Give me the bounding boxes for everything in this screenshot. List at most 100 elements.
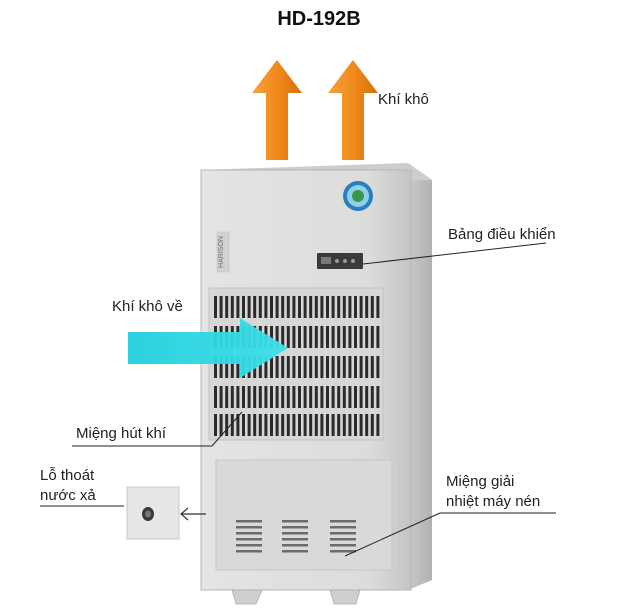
compressor-vents (236, 520, 356, 553)
grille-slot (309, 414, 313, 436)
leader-air-intake-d (211, 411, 243, 447)
grille-slot (286, 296, 290, 318)
grille-slot (354, 356, 357, 378)
grille-slot (264, 356, 268, 378)
grille-slot (309, 296, 313, 318)
model-title: HD-192B (277, 8, 361, 30)
grille-slot (214, 356, 217, 378)
grille-slot (376, 386, 380, 408)
grille-slot (286, 386, 290, 408)
grille-slot (365, 414, 369, 436)
grille-slot (359, 296, 363, 318)
vent-slit (236, 520, 262, 523)
grille-slot (292, 326, 296, 348)
label-air-intake: Miệng hút khí (76, 425, 167, 442)
vent-slit (282, 532, 308, 535)
grille-slot (242, 386, 245, 408)
grille-slot (354, 296, 357, 318)
grille-slot (348, 326, 352, 348)
grille-slot (230, 386, 234, 408)
grille-slot (292, 356, 296, 378)
grille-slot (342, 326, 346, 348)
vent-slit (330, 526, 356, 529)
grille-slot (275, 326, 279, 348)
grille-slot (326, 386, 329, 408)
grille-slot (354, 414, 357, 436)
grille-slot (342, 356, 346, 378)
vent-slit (282, 526, 308, 529)
grille-slot (365, 296, 369, 318)
grille-slot (225, 296, 229, 318)
grille-slot (230, 414, 234, 436)
vent-slit (282, 538, 308, 541)
grille-slot (270, 386, 273, 408)
grille-slot (292, 414, 296, 436)
vent-slit (330, 532, 356, 535)
grille-slot (242, 414, 245, 436)
grille-slot (275, 356, 279, 378)
label-compressor-vent-1: Miệng giải (446, 473, 515, 490)
grille-slot (320, 414, 324, 436)
grille-slot (303, 386, 307, 408)
grille-slot (303, 414, 307, 436)
grille-slot (253, 414, 257, 436)
grille-slot (331, 356, 335, 378)
grille-slot (320, 326, 324, 348)
grille-slot (359, 386, 363, 408)
grille-slot (275, 386, 279, 408)
grille-slot (314, 386, 318, 408)
grille-slot (337, 386, 341, 408)
grille-slot (225, 386, 229, 408)
grille-slot (281, 414, 285, 436)
grille-slot (342, 296, 346, 318)
dry-air-out-arrow-left (252, 60, 302, 160)
grille-slot (348, 356, 352, 378)
grille-slot (337, 326, 341, 348)
grille-slot (258, 386, 262, 408)
grille-slot (365, 386, 369, 408)
grille-slot (225, 356, 229, 378)
grille-slot (258, 356, 262, 378)
grille-slot (359, 414, 363, 436)
grille-slot (342, 414, 346, 436)
foot-right (329, 589, 361, 605)
grille-slot (348, 414, 352, 436)
grille-slot (314, 356, 318, 378)
grille-slot (230, 296, 234, 318)
grille-slot (326, 356, 329, 378)
grille-slot (219, 296, 223, 318)
grille-slot (292, 296, 296, 318)
grille-slot (331, 296, 335, 318)
grille-slot (303, 356, 307, 378)
grille-slot (258, 296, 262, 318)
vent-slit (330, 544, 356, 547)
grille-slot (298, 414, 301, 436)
grille-slot (303, 326, 307, 348)
grille-slot (320, 386, 324, 408)
grille-slot (286, 414, 290, 436)
grille-slot (275, 414, 279, 436)
grille-slot (365, 326, 369, 348)
leader-vent-d (344, 512, 441, 557)
grille-slot (370, 326, 374, 348)
vent-slit (236, 532, 262, 535)
grille-slot (331, 386, 335, 408)
drain-hole-icon (142, 507, 154, 521)
grille-slot (247, 296, 251, 318)
grille-slot (214, 386, 217, 408)
grille-slot (219, 386, 223, 408)
grille-slot (253, 296, 257, 318)
vent-slit (236, 544, 262, 547)
grille-slot (309, 356, 313, 378)
grille-slot (270, 414, 273, 436)
grille-slot (370, 386, 374, 408)
vent-slit (282, 550, 308, 553)
grille-slot (309, 386, 313, 408)
grille-slot (281, 386, 285, 408)
grille-slot (281, 356, 285, 378)
grille-slot (376, 356, 380, 378)
grille-slot (342, 386, 346, 408)
label-drain-hole-2: nước xả (40, 487, 96, 504)
